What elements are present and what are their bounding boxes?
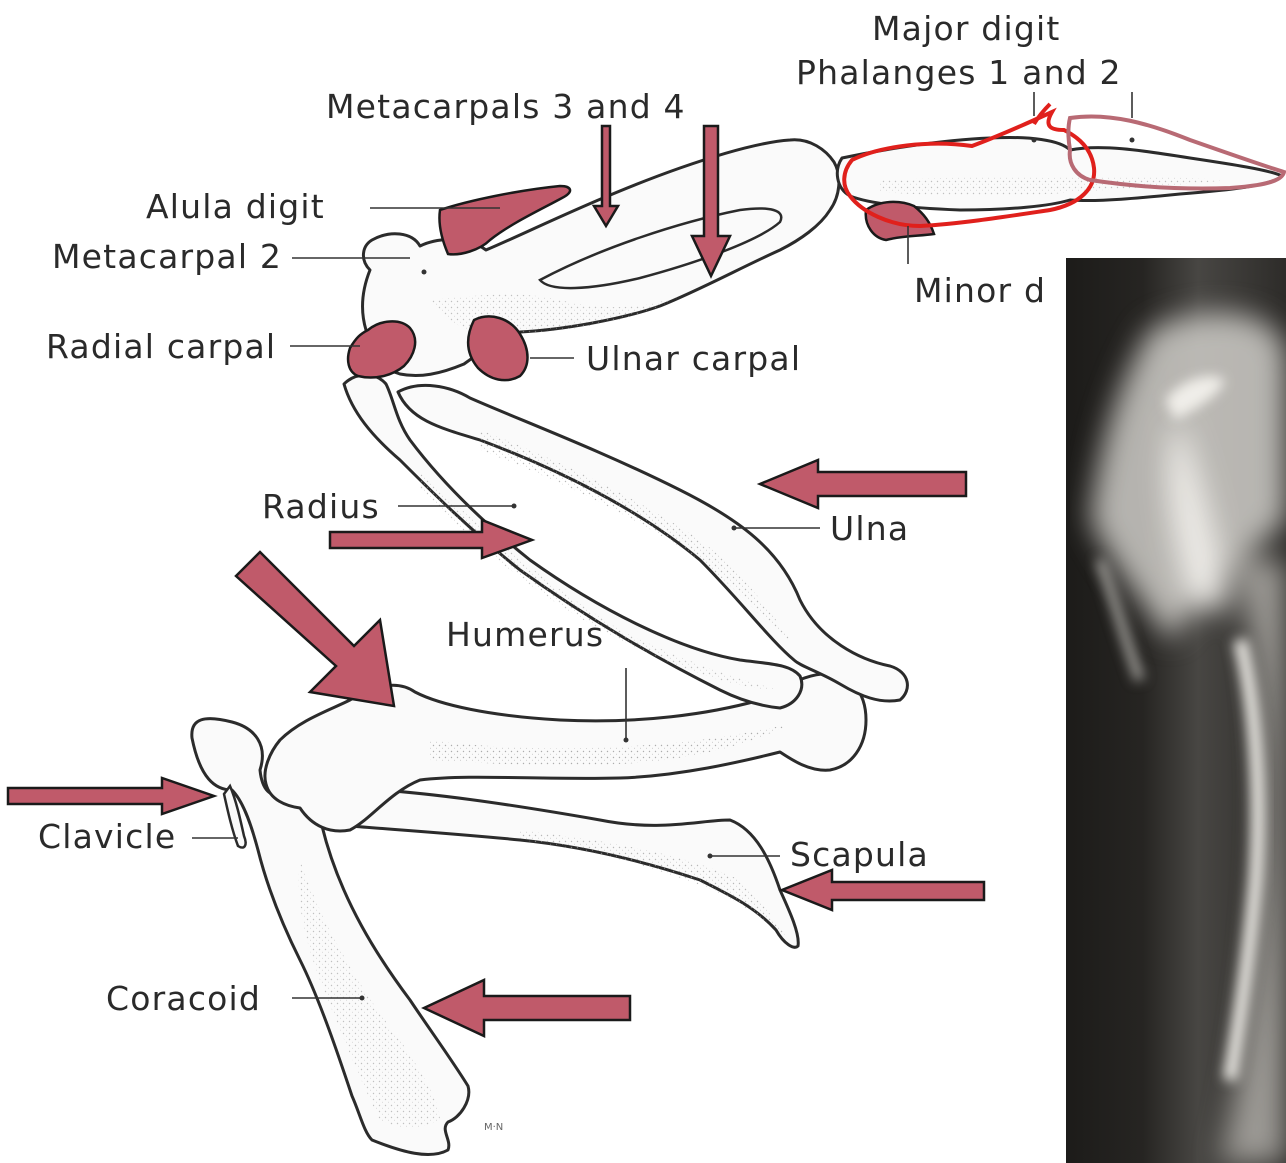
arrow-scapula[interactable] (782, 870, 984, 910)
label-phalanges: Phalanges 1 and 2 (796, 53, 1122, 92)
label-minor-digit: Minor d (914, 271, 1046, 310)
label-radial-carpal: Radial carpal (46, 327, 276, 366)
label-metacarpals-3-4: Metacarpals 3 and 4 (326, 87, 686, 126)
label-alula-digit: Alula digit (146, 187, 325, 226)
arrow-humerus[interactable] (236, 552, 394, 706)
arrow-clavicle[interactable] (8, 778, 214, 814)
label-ulnar-carpal: Ulnar carpal (586, 339, 801, 378)
label-major-digit: Major digit (872, 9, 1060, 48)
xray-image (1066, 258, 1286, 1163)
label-humerus: Humerus (446, 615, 604, 654)
artist-signature: M·N (484, 1122, 503, 1133)
label-ulna: Ulna (830, 509, 909, 548)
scapula-bone (340, 788, 798, 947)
arrow-ulna[interactable] (760, 460, 966, 508)
label-radius: Radius (262, 487, 380, 526)
label-clavicle: Clavicle (38, 817, 176, 856)
label-coracoid: Coracoid (106, 979, 261, 1018)
arrow-coracoid[interactable] (424, 980, 630, 1036)
arrow-metacarpal-3[interactable] (594, 126, 618, 226)
label-metacarpal-2: Metacarpal 2 (52, 237, 282, 276)
label-scapula: Scapula (790, 835, 929, 874)
